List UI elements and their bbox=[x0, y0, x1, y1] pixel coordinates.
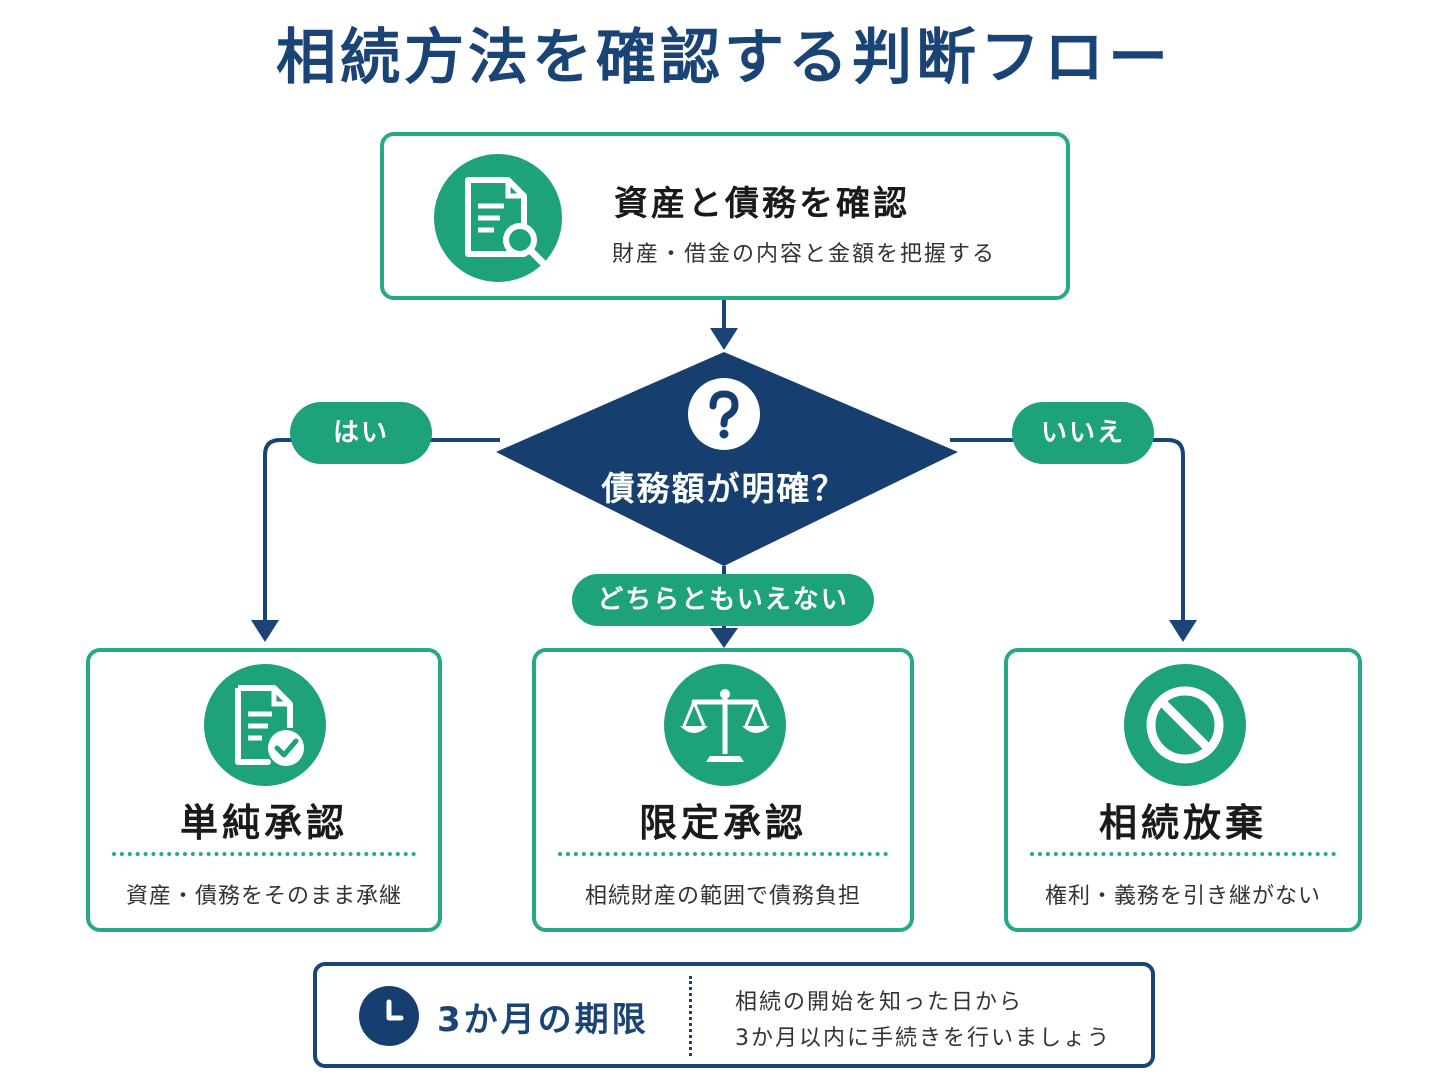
page-title: 相続方法を確認する判断フロー bbox=[276, 23, 1172, 93]
deadline-title: 3か月の期限 bbox=[437, 1000, 649, 1040]
dotted-divider bbox=[689, 976, 692, 1056]
deadline-box: 3か月の期限 相続の開始を知った日から 3か月以内に手続きを行いましょう bbox=[313, 962, 1155, 1068]
deadline-text-line1: 相続の開始を知った日から bbox=[735, 990, 1024, 1015]
dotted-divider bbox=[112, 852, 416, 856]
decision-diamond bbox=[496, 352, 958, 566]
decision-label: 債務額が明確？ bbox=[601, 469, 847, 508]
result-description: 相続財産の範囲で債務負担 bbox=[584, 884, 861, 909]
branch-no-label: いいえ bbox=[1012, 402, 1154, 464]
question-icon bbox=[688, 378, 760, 450]
start-step-box: 資産と債務を確認 財産・借金の内容と金額を把握する bbox=[380, 132, 1070, 300]
branch-yes-label: はい bbox=[290, 402, 432, 464]
clock-icon bbox=[359, 986, 419, 1046]
result-description: 権利・義務を引き継がない bbox=[1044, 884, 1321, 909]
result-box-simple-acceptance: 単純承認 資産・債務をそのまま承継 bbox=[86, 648, 442, 932]
arrow-start-to-decision bbox=[710, 300, 738, 350]
dotted-divider bbox=[558, 852, 888, 856]
document-search-icon bbox=[434, 154, 562, 282]
result-title: 単純承認 bbox=[179, 801, 348, 845]
deadline-text-line2: 3か月以内に手続きを行いましょう bbox=[735, 1026, 1111, 1051]
result-box-renunciation: 相続放棄 権利・義務を引き継がない bbox=[1004, 648, 1362, 932]
dotted-divider bbox=[1030, 852, 1336, 856]
result-description: 資産・債務をそのまま承継 bbox=[125, 884, 402, 909]
start-step-title: 資産と債務を確認 bbox=[614, 184, 910, 224]
document-check-icon bbox=[204, 664, 326, 786]
arrow-no-branch bbox=[950, 438, 1197, 642]
start-step-description: 財産・借金の内容と金額を把握する bbox=[612, 242, 997, 267]
prohibited-icon bbox=[1124, 664, 1246, 786]
result-title: 限定承認 bbox=[638, 801, 807, 845]
arrow-yes-branch bbox=[251, 438, 500, 642]
branch-unsure-label: どちらともいえない bbox=[572, 574, 874, 626]
result-title: 相続放棄 bbox=[1098, 801, 1267, 845]
result-box-limited-acceptance: 限定承認 相続財産の範囲で債務負担 bbox=[532, 648, 914, 932]
scales-icon bbox=[664, 664, 786, 786]
